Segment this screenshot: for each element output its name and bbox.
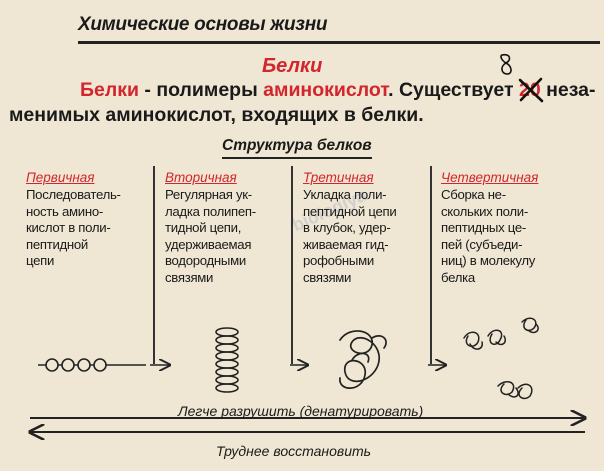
description-line: пептидной цепи [303, 203, 397, 219]
description-line: Укладка поли- [303, 187, 387, 202]
proteins-heading: Белки [262, 55, 323, 77]
title-rule [78, 41, 600, 44]
quaternary-subunits-icon [463, 317, 539, 400]
description-line: ниц) в молекулу [441, 253, 536, 268]
tertiary-globule-icon [339, 330, 387, 389]
column-divider-3 [430, 166, 432, 364]
description-line: живаемая гид- [303, 236, 389, 252]
column-heading: Четвертичная [441, 170, 539, 185]
handwritten-eight-mark [500, 53, 512, 75]
description-line: в клубок, удер- [303, 220, 391, 235]
description-line: связями [303, 269, 352, 285]
description-line: связями [165, 269, 214, 285]
column-secondary: Вторичная Регулярная ук- ладка полипеп- … [165, 170, 295, 286]
description-line: скольких поли- [441, 203, 528, 219]
column-quaternary: Четвертичная Сборка не- скольких поли- п… [441, 170, 581, 286]
harder-to-restore-label: Труднее восстановить [216, 443, 371, 459]
intro-text-a: - полимеры [139, 79, 264, 101]
description-line: рофобными [303, 253, 374, 268]
column-description: Укладка поли- пептидной цепи в клубок, у… [303, 187, 433, 286]
intro-term-amino-acids: аминокислот [263, 79, 389, 101]
column-primary: Первичная Последователь- ность амино- ки… [26, 170, 156, 270]
description-line: Сборка не- [441, 187, 506, 202]
handwritten-correction [498, 52, 514, 78]
easier-to-denature-label: Легче разрушить (денатурировать) [178, 403, 424, 419]
column-divider-1 [153, 166, 155, 364]
description-line: тидной цепи, [165, 220, 242, 235]
description-line: пептидной [26, 236, 89, 252]
cross-out-mark [518, 77, 544, 103]
primary-chain-icon [38, 358, 146, 372]
intro-line-2: менимых аминокислот, входящих в белки. [9, 104, 424, 126]
description-line: белка [441, 269, 475, 285]
secondary-helix-icon [215, 327, 239, 393]
structure-title: Структура белков [222, 137, 372, 154]
description-line: ладка полипеп- [165, 203, 256, 219]
intro-text-b: . Существует [388, 79, 519, 101]
column-heading: Вторичная [165, 170, 237, 185]
crossed-number: 20 [518, 77, 544, 103]
intro-line-1: Белки - полимеры аминокислот. Существует… [80, 77, 596, 103]
section-title: Химические основы жизни [78, 14, 328, 35]
column-divider-2 [291, 166, 293, 364]
intro-term-proteins: Белки [80, 79, 139, 101]
column-description: Сборка не- скольких поли- пептидных це- … [441, 187, 581, 286]
column-tertiary: Третичная Укладка поли- пептидной цепи в… [303, 170, 433, 286]
description-line: ность амино- [26, 203, 103, 219]
column-heading: Третичная [303, 170, 374, 185]
description-line: пептидных це- [441, 220, 526, 235]
description-line: цепи [26, 253, 55, 268]
column-description: Регулярная ук- ладка полипеп- тидной цеп… [165, 187, 295, 286]
structure-title-rule [222, 157, 372, 159]
description-line: кислот в поли- [26, 220, 111, 235]
description-line: Регулярная ук- [165, 187, 252, 202]
description-line: пей (субъеди- [441, 236, 523, 252]
column-description: Последователь- ность амино- кислот в пол… [26, 187, 156, 270]
intro-text-c: неза- [540, 79, 596, 101]
column-heading: Первичная [26, 170, 95, 185]
description-line: водородными [165, 253, 246, 268]
description-line: удерживаемая [165, 236, 252, 252]
description-line: Последователь- [26, 187, 121, 202]
